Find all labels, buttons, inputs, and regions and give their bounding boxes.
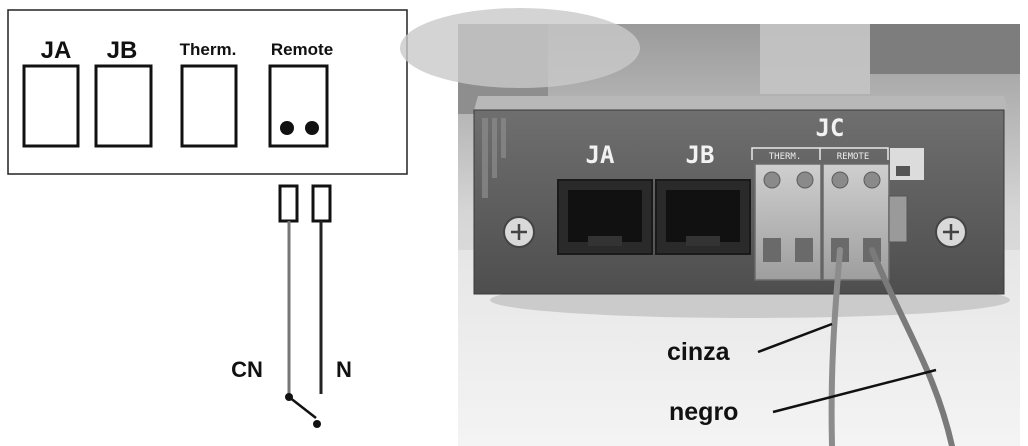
- port-label-remote: Remote: [271, 40, 333, 59]
- panel-label-remote: REMOTE: [837, 152, 870, 162]
- panel-label-ja: JA: [586, 141, 615, 169]
- port-label-therm: Therm.: [180, 40, 237, 59]
- gray-wire: [828, 247, 843, 446]
- connector-pin-n: [311, 184, 332, 223]
- screw-right: [935, 216, 967, 248]
- port-label-jb: JB: [107, 37, 138, 64]
- remote-contact-right: [305, 121, 319, 135]
- callout-line-negro: [772, 368, 937, 414]
- terminal-block-therm: [754, 163, 822, 281]
- callout-line-cinza: [757, 322, 833, 354]
- remote-contact-left: [280, 121, 294, 135]
- panel-label-therm: THERM.: [769, 152, 802, 162]
- screw-left: [503, 216, 535, 248]
- schematic: JA JB Therm. Remote CN N: [7, 9, 408, 428]
- connector-pin-cn: [278, 184, 299, 223]
- port-jb-socket: [94, 64, 153, 148]
- callout-cinza: cinza: [667, 338, 731, 366]
- module-outline: [7, 9, 408, 175]
- panel-top-edge: [474, 96, 1008, 110]
- port-therm-socket: [180, 64, 238, 148]
- port-remote-socket: [268, 64, 329, 148]
- black-wire: [869, 247, 955, 446]
- wire-label-n: N: [336, 357, 352, 382]
- rj-jack-jb: [655, 179, 751, 255]
- port-label-ja: JA: [41, 37, 72, 64]
- remote-switch: [285, 393, 321, 428]
- rj-jack-ja: [557, 179, 653, 255]
- panel-label-jb: JB: [686, 141, 715, 169]
- panel-label-jc: JC: [816, 114, 845, 142]
- wire-label-cn: CN: [231, 357, 263, 382]
- port-ja-socket: [22, 64, 80, 148]
- callout-negro: negro: [669, 398, 738, 426]
- connection-photo: JA JB JC THERM. REMOTE: [400, 8, 1020, 446]
- panel-engraving: [482, 118, 506, 198]
- terminal-block-remote: [822, 163, 890, 281]
